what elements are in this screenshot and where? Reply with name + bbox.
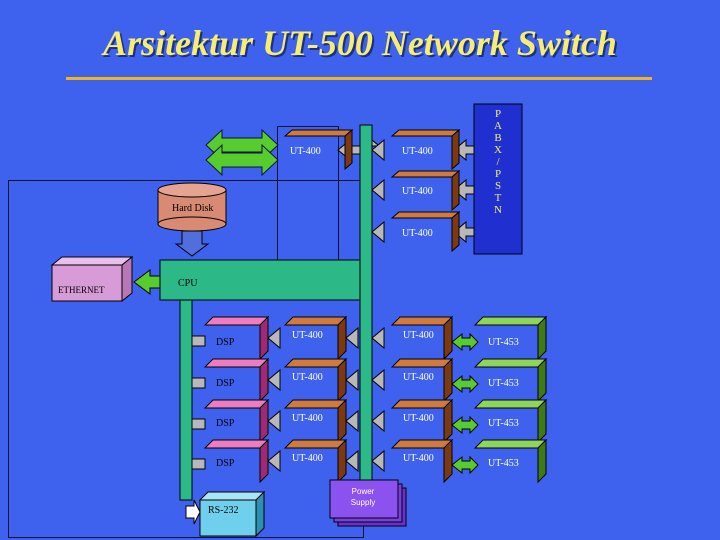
green-connectors <box>451 332 479 475</box>
page-title: Arsitektur UT-500 Network Switch <box>103 23 617 63</box>
dsp-row-2 <box>203 357 548 403</box>
disk-cpu-arrow <box>174 230 210 257</box>
main-bus <box>359 124 373 511</box>
pabx-pstn-letter: N <box>494 204 502 216</box>
power-supply-line2: Supply <box>350 498 376 507</box>
dsp-row-1-ut-c: UT-453 <box>488 337 519 348</box>
dsp-row-3-ut-c: UT-453 <box>488 418 519 429</box>
rs232-arrow <box>185 499 201 525</box>
dsp-row-2-ut-c: UT-453 <box>488 378 519 389</box>
dsp-connectors <box>191 326 385 473</box>
ethernet-label: ETHERNET <box>58 285 105 295</box>
dsp-row-3 <box>203 398 548 444</box>
pabx-pstn-letter: P <box>494 168 502 180</box>
hard-disk-label: Hard Disk <box>172 203 214 214</box>
dsp-row-4-ut-a: UT-400 <box>292 453 323 464</box>
dsp-row-3-ut-b: UT-400 <box>403 413 434 424</box>
pabx-pstn-letter: A <box>494 120 502 132</box>
cpu-bar <box>159 259 367 301</box>
pabx-pstn-letter: / <box>496 156 500 168</box>
dsp-row-1 <box>203 315 548 361</box>
dsp-row-4-ut-c: UT-453 <box>488 458 519 469</box>
dsp-row-1-dsp: DSP <box>216 337 235 348</box>
pabx-pstn-letter: P <box>494 108 502 120</box>
dsp-row-3-ut-a: UT-400 <box>292 413 323 424</box>
dsp-bus <box>179 299 193 501</box>
rs232-label: RS-232 <box>208 505 239 516</box>
rs232-box <box>198 490 266 538</box>
dsp-row-1-ut-a: UT-400 <box>292 330 323 341</box>
dsp-row-4 <box>203 438 548 484</box>
dsp-row-2-dsp: DSP <box>216 378 235 389</box>
power-supply-stack <box>329 479 407 527</box>
pabx-pstn-letter: S <box>494 180 502 192</box>
power-supply-label: Power Supply <box>331 486 395 508</box>
top-module-1-label: UT-400 <box>290 146 321 157</box>
top-module-3-label: UT-400 <box>402 186 433 197</box>
hard-disk <box>157 182 227 232</box>
pabx-box <box>473 103 523 255</box>
cpu-label: CPU <box>178 278 198 289</box>
top-module-2-label: UT-400 <box>402 146 433 157</box>
power-supply-line1: Power <box>351 487 375 496</box>
pabx-pstn-letter: B <box>494 132 502 144</box>
ethernet-box <box>50 255 134 303</box>
dsp-row-2-ut-b: UT-400 <box>403 372 434 383</box>
top-module-4-label: UT-400 <box>402 228 433 239</box>
network-arrow-bottom <box>205 143 279 177</box>
pabx-pstn-letter: X <box>494 144 502 156</box>
dsp-row-3-dsp: DSP <box>216 418 235 429</box>
dsp-row-4-ut-b: UT-400 <box>403 453 434 464</box>
dsp-row-4-dsp: DSP <box>216 458 235 469</box>
dsp-row-shapes <box>203 315 548 484</box>
dsp-row-2-ut-a: UT-400 <box>292 372 323 383</box>
top-module-shapes <box>283 128 461 253</box>
title-underline <box>66 77 652 80</box>
ethernet-cpu-arrow <box>133 269 161 295</box>
pabx-pstn-letter: T <box>494 192 502 204</box>
dsp-row-1-ut-b: UT-400 <box>403 330 434 341</box>
